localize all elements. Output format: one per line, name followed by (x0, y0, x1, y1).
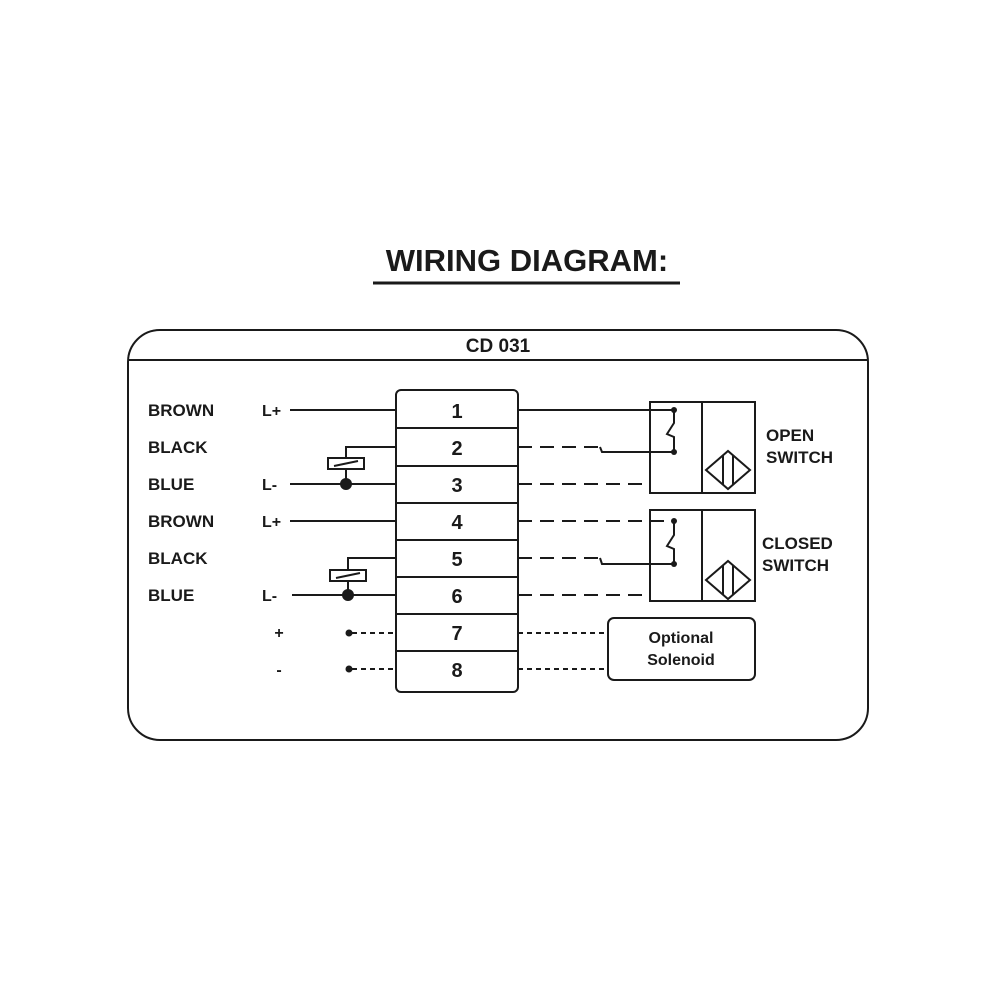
polarity-label: L- (262, 477, 277, 494)
terminal-number: 4 (451, 512, 463, 534)
switch-contact-icon (665, 410, 675, 452)
terminal-number: 1 (451, 401, 462, 423)
switch-label: CLOSED (762, 534, 833, 553)
wire-color-label: BLACK (148, 549, 208, 568)
switch-contact-icon (665, 521, 675, 564)
polarity-label: + (274, 625, 283, 642)
junction-dot (340, 478, 352, 490)
terminal-number: 3 (451, 475, 462, 497)
wire-color-label: BLUE (148, 475, 194, 494)
terminal-number: 5 (451, 549, 462, 571)
solenoid-label: Solenoid (647, 652, 715, 669)
junction-dot (342, 589, 354, 601)
closed-switch: CLOSED SWITCH (649, 509, 833, 602)
device-label: CD 031 (466, 336, 531, 357)
left-wiring (290, 409, 396, 673)
polarity-label: - (276, 662, 281, 679)
switch-label: OPEN (766, 426, 814, 445)
terminal-number: 8 (451, 660, 462, 682)
optional-solenoid: Optional Solenoid (607, 617, 756, 681)
proximity-sensor-icon (704, 449, 752, 491)
terminal-number: 7 (451, 623, 462, 645)
polarity-label: L- (262, 588, 277, 605)
wire-color-label: BROWN (148, 401, 214, 420)
diagram-title: WIRING DIAGRAM: (386, 243, 668, 278)
wire-color-label: BLACK (148, 438, 208, 457)
open-switch: OPEN SWITCH (649, 401, 833, 494)
switch-label: SWITCH (762, 556, 829, 575)
terminal-number: 6 (451, 586, 462, 608)
switch-label: SWITCH (766, 448, 833, 467)
device-enclosure (127, 329, 869, 741)
polarity-label: L+ (262, 403, 281, 420)
solenoid-label: Optional (649, 630, 714, 647)
polarity-label: L+ (262, 514, 281, 531)
proximity-sensor-icon (704, 559, 752, 601)
wire-color-label: BLUE (148, 586, 194, 605)
wire-labels: BROWN BLACK BLUE BROWN BLACK BLUE L+ L- … (148, 401, 284, 679)
terminal-number: 2 (451, 438, 462, 460)
terminal-block: 1 2 3 4 5 6 7 8 (395, 389, 519, 693)
wire-color-label: BROWN (148, 512, 214, 531)
